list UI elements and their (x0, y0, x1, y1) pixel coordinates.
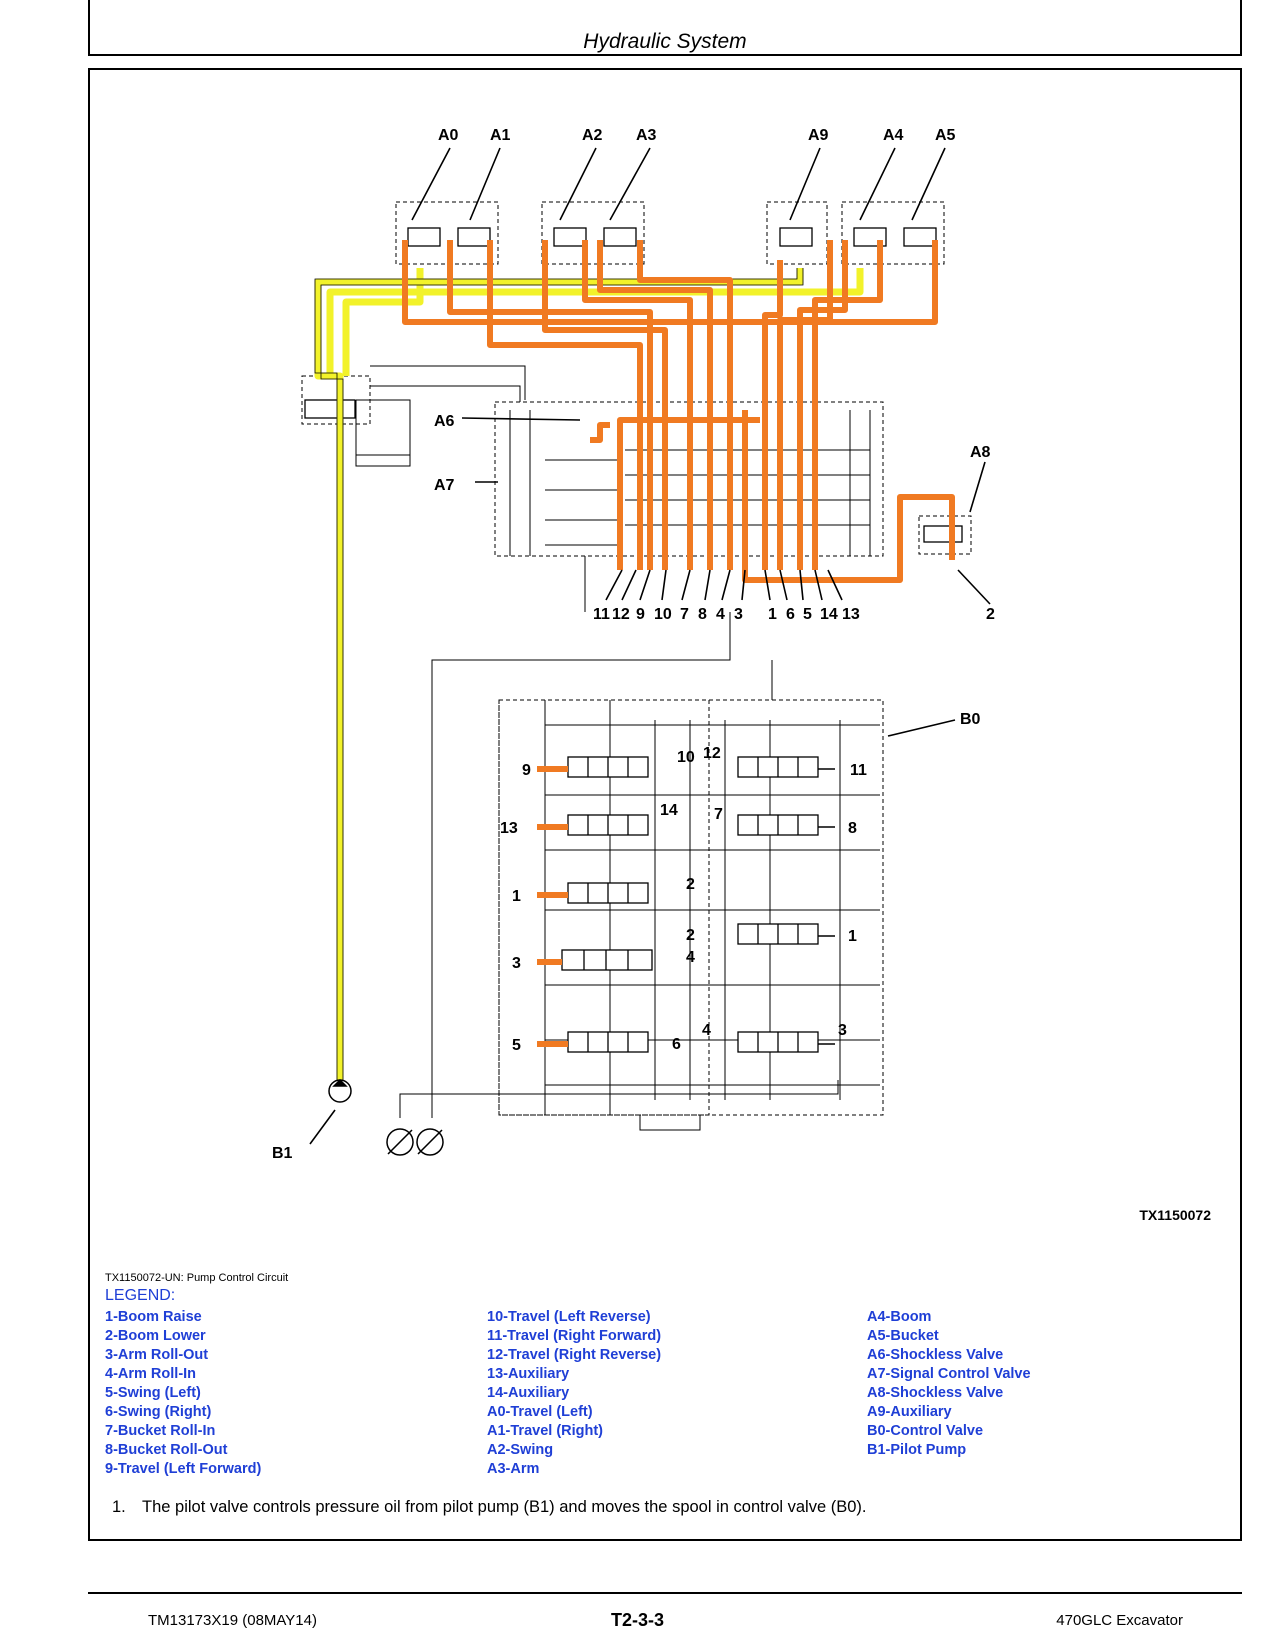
valve-port-label: 1 (848, 928, 857, 945)
callout-arrows (309, 147, 991, 1145)
valve-port-label: 14 (660, 802, 678, 819)
pilot-pressure-lines (402, 240, 955, 1047)
port-number: 3 (734, 606, 743, 623)
pump-symbols (328, 1078, 444, 1156)
label-a3: A3 (636, 127, 657, 144)
label-a7: A7 (434, 477, 455, 494)
legend-column: A4-Boom A5-Bucket A6-Shockless Valve A7-… (867, 1308, 1031, 1460)
footer-rule (88, 1592, 1242, 1594)
legend-column: 10-Travel (Left Reverse) 11-Travel (Righ… (487, 1308, 661, 1479)
legend-item: A3-Arm (487, 1461, 540, 1477)
legend-column: 1-Boom Raise 2-Boom Lower 3-Arm Roll-Out… (105, 1308, 261, 1479)
section-title: Hydraulic System (583, 30, 747, 53)
legend-item: A0-Travel (Left) (487, 1404, 593, 1420)
legend-item: A5-Bucket (867, 1328, 939, 1344)
machine-model: 470GLC Excavator (1056, 1612, 1183, 1629)
legend-item: 5-Swing (Left) (105, 1385, 201, 1401)
valve-port-label: 8 (848, 820, 857, 837)
valve-port-label: 12 (703, 745, 721, 762)
legend-item: 14-Auxiliary (487, 1385, 570, 1401)
valve-port-label: 3 (838, 1022, 847, 1039)
legend-item: A9-Auxiliary (867, 1404, 952, 1420)
valve-port-label: 10 (677, 749, 695, 766)
port-number: 13 (842, 606, 860, 623)
pump-control-circuit-diagram: A0 A1 A2 A3 A9 A4 A5 A6 A7 A8 B0 B1 11 1… (272, 127, 995, 1162)
label-a4: A4 (883, 127, 904, 144)
legend-item: B0-Control Valve (867, 1423, 984, 1439)
port-number: 5 (803, 606, 812, 623)
valve-port-label: 5 (512, 1037, 521, 1054)
pilot-valve-symbols (407, 227, 937, 247)
legend-item: 7-Bucket Roll-In (105, 1423, 216, 1439)
legend-item: A1-Travel (Right) (487, 1423, 604, 1439)
note: 1. The pilot valve controls pressure oil … (112, 1498, 867, 1517)
component-outlines (301, 201, 972, 1116)
legend-item: A7-Signal Control Valve (867, 1366, 1031, 1382)
valve-port-label: 2 (686, 927, 695, 944)
legend-item: A4-Boom (867, 1309, 932, 1325)
legend-item: 11-Travel (Right Forward) (487, 1328, 662, 1344)
legend-item: A6-Shockless Valve (867, 1347, 1004, 1363)
legend-item: 6-Swing (Right) (105, 1404, 212, 1420)
valve-port-label: 1 (512, 888, 521, 905)
figure-frame (88, 68, 1242, 1541)
legend-item: 1-Boom Raise (105, 1309, 202, 1325)
legend-item: 12-Travel (Right Reverse) (487, 1347, 662, 1363)
label-a0: A0 (438, 127, 459, 144)
port-number: 8 (698, 606, 707, 623)
port-number: 11 (593, 606, 610, 623)
valve-port-label: 13 (500, 820, 518, 837)
port-number: 7 (680, 606, 689, 623)
legend-title: LEGEND: (105, 1287, 176, 1304)
legend-item: 3-Arm Roll-Out (105, 1347, 209, 1363)
port-number: 2 (986, 606, 995, 623)
label-a9: A9 (808, 127, 829, 144)
legend-item: 9-Travel (Left Forward) (105, 1461, 262, 1477)
page-number: T2-3-3 (610, 1610, 664, 1630)
control-valve-spools (304, 399, 963, 1053)
legend-item: 4-Arm Roll-In (105, 1366, 197, 1382)
label-a2: A2 (582, 127, 603, 144)
label-a5: A5 (935, 127, 956, 144)
port-number: 12 (612, 606, 630, 623)
label-b1: B1 (272, 1145, 293, 1162)
label-b0: B0 (960, 711, 981, 728)
valve-port-label: 4 (702, 1022, 711, 1039)
label-a1: A1 (490, 127, 511, 144)
legend-item: 2-Boom Lower (105, 1328, 206, 1344)
header-box (88, 0, 1242, 56)
legend-item: 10-Travel (Left Reverse) (487, 1309, 651, 1325)
note-number: 1. (112, 1498, 126, 1516)
legend-item: A2-Swing (487, 1442, 554, 1458)
valve-port-label: 9 (522, 762, 531, 779)
valve-port-label: 7 (714, 806, 723, 823)
label-a6: A6 (434, 413, 455, 430)
legend-item: 13-Auxiliary (487, 1366, 570, 1382)
note-text: The pilot valve controls pressure oil fr… (142, 1498, 867, 1516)
port-number: 14 (820, 606, 838, 623)
port-number: 6 (786, 606, 795, 623)
port-number: 10 (654, 606, 672, 623)
figure-id: TX1150072 (1139, 1207, 1211, 1223)
manual-id: TM13173X19 (08MAY14) (148, 1612, 317, 1629)
valve-port-label: 3 (512, 955, 521, 972)
legend-item: A8-Shockless Valve (867, 1385, 1004, 1401)
valve-port-label: 2 (686, 876, 695, 893)
valve-port-label: 11 (850, 762, 867, 779)
port-number: 4 (716, 606, 725, 623)
port-number: 9 (636, 606, 645, 623)
valve-port-label: 6 (672, 1036, 681, 1053)
label-a8: A8 (970, 444, 991, 461)
legend-item: 8-Bucket Roll-Out (105, 1442, 228, 1458)
port-number: 1 (768, 606, 777, 623)
figure-caption: TX1150072-UN: Pump Control Circuit (105, 1272, 289, 1284)
valve-port-label: 4 (686, 949, 695, 966)
legend-item: B1-Pilot Pump (867, 1442, 967, 1458)
